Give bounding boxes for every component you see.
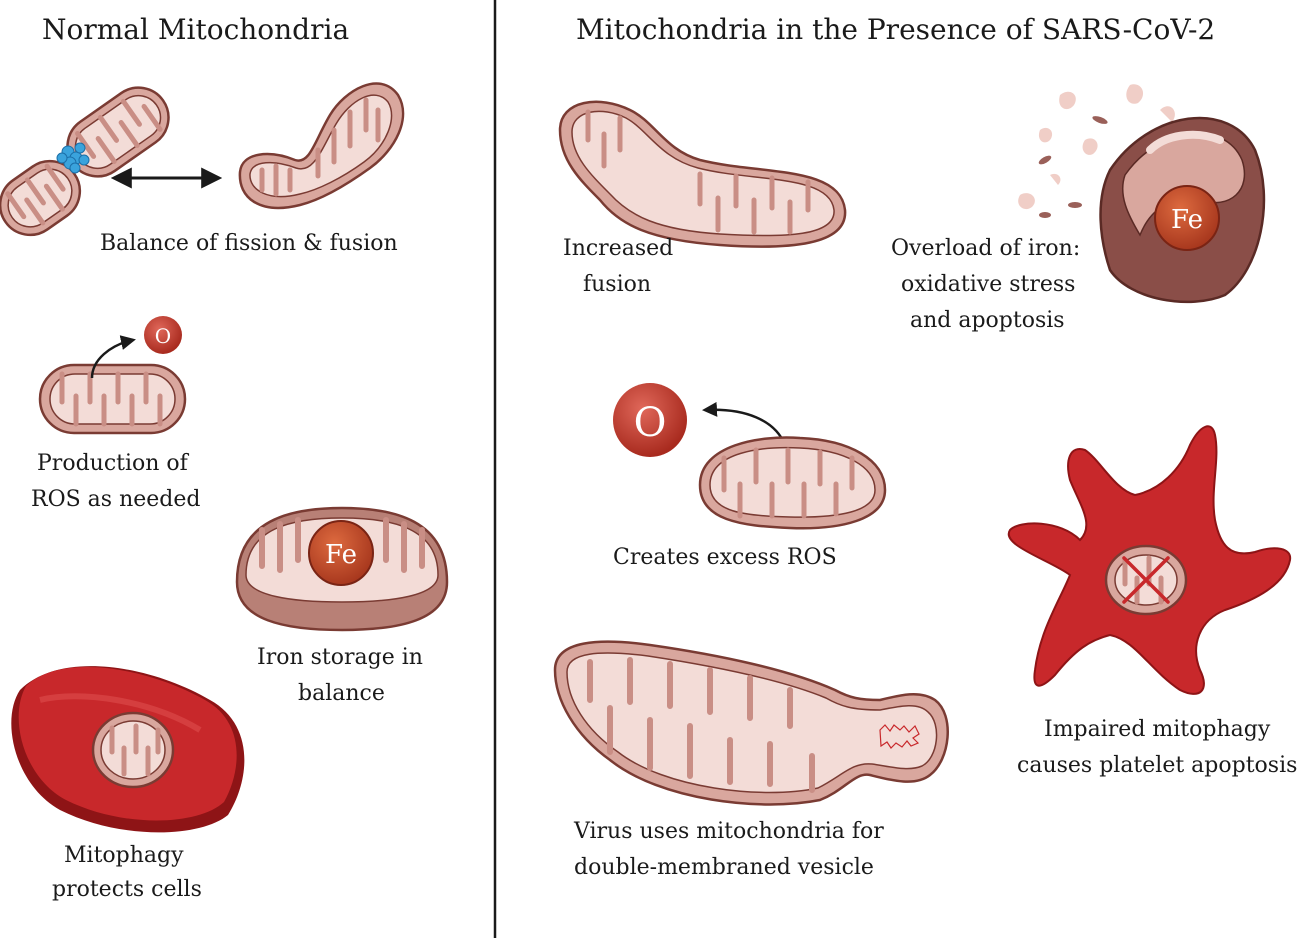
mitophagy-caption-line2: protects cells: [52, 877, 202, 902]
ros-mitochondrion: [38, 363, 187, 435]
platelet-caption-line2: causes platelet apoptosis: [1017, 753, 1298, 778]
oxygen-symbol: O: [155, 324, 171, 348]
ros-caption-line1: Production of: [37, 451, 188, 476]
right-panel-title: Mitochondria in the Presence of SARS-CoV…: [576, 13, 1216, 46]
curved-arrow-icon: [90, 335, 136, 379]
increased-fusion-mitochondrion: [558, 100, 847, 248]
ros-caption-line2: ROS as needed: [31, 487, 201, 512]
platelet-cell: [1007, 425, 1292, 695]
fission-mitochondrion: [0, 86, 170, 237]
mitophagy-caption-line1: Mitophagy: [64, 843, 184, 868]
virus-vesicle-mitochondrion: [553, 640, 949, 806]
iron-symbol: Fe: [325, 540, 357, 570]
fusion-caption-line2: fusion: [583, 272, 652, 297]
iron-caption-line2: balance: [298, 681, 385, 706]
fused-mitochondrion: [238, 82, 405, 210]
overload-caption-line3: and apoptosis: [910, 308, 1065, 333]
overload-caption-line1: Overload of iron:: [891, 236, 1081, 261]
oxygen-excess-icon: [613, 383, 687, 457]
virus-caption-line2: double-membraned vesicle: [574, 855, 874, 880]
iron-caption-line1: Iron storage in: [257, 645, 423, 670]
fission-fusion-caption: Balance of fission & fusion: [100, 231, 398, 256]
x-mark-icon: [1122, 556, 1170, 604]
oxygen-icon: [144, 316, 182, 354]
platelet-caption-line1: Impaired mitophagy: [1044, 717, 1271, 742]
iron-icon: [308, 520, 374, 586]
ros-excess-caption: Creates excess ROS: [613, 545, 837, 570]
fission-protein-cluster: [56, 142, 90, 174]
iron-overload-icon: [1154, 185, 1220, 251]
virus-caption-line1: Virus uses mitochondria for: [574, 819, 884, 844]
iron-overload-symbol: Fe: [1171, 205, 1203, 235]
fusion-caption-line1: Increased: [563, 236, 674, 261]
oxygen-excess-symbol: O: [634, 400, 667, 446]
mitophagy-cell: [11, 666, 245, 833]
left-panel-title: Normal Mitochondria: [42, 13, 350, 46]
ros-excess-mitochondrion: [698, 436, 887, 530]
overload-caption-line2: oxidative stress: [901, 272, 1076, 297]
